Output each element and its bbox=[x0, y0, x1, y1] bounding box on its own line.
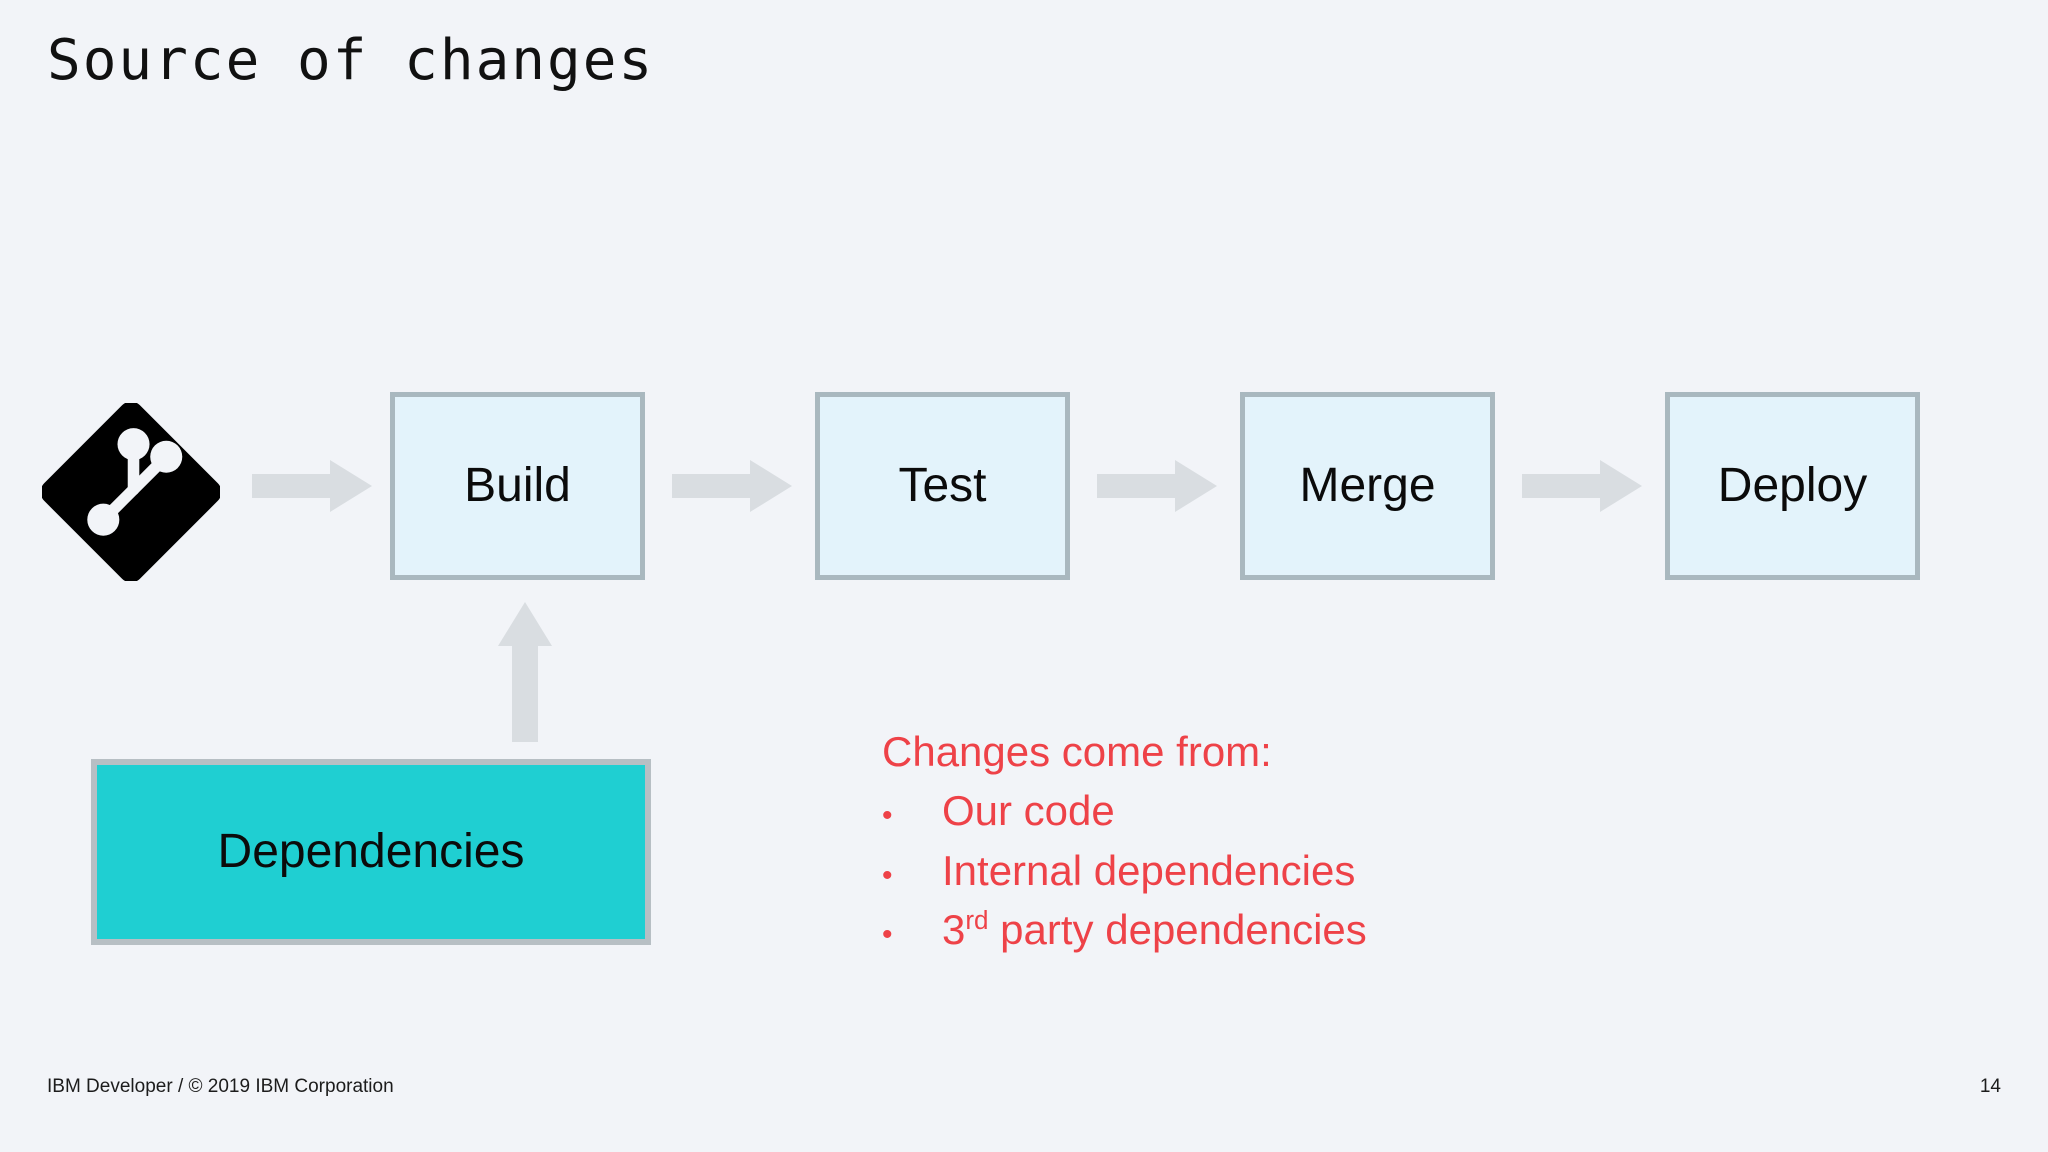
arrow-dependencies-to-build bbox=[496, 602, 554, 742]
page-number: 14 bbox=[1979, 1076, 2001, 1097]
stage-label-deploy: Deploy bbox=[1717, 459, 1868, 512]
stage-box-merge[interactable]: Merge bbox=[1240, 392, 1495, 580]
list-item-prefix: 3 bbox=[942, 906, 966, 954]
stage-label-merge: Merge bbox=[1299, 459, 1436, 512]
dependencies-box[interactable]: Dependencies bbox=[91, 759, 651, 945]
git-logo-icon bbox=[42, 403, 220, 581]
list-item-label: Our code bbox=[942, 787, 1115, 835]
stage-label-test: Test bbox=[898, 459, 987, 512]
stage-box-build[interactable]: Build bbox=[390, 392, 645, 580]
bullet-icon: • bbox=[882, 799, 893, 833]
list-item: • Our code bbox=[882, 786, 1367, 836]
dependencies-label: Dependencies bbox=[217, 825, 525, 878]
list-item-superscript: rd bbox=[965, 905, 989, 936]
list-item-label: Internal dependencies bbox=[942, 846, 1356, 894]
bullet-icon: • bbox=[882, 918, 893, 952]
list-item-suffix: party dependencies bbox=[988, 906, 1367, 954]
page-title: Source of changes bbox=[47, 28, 655, 93]
list-item-label: 3rd party dependencies bbox=[942, 905, 1367, 955]
arrow-test-to-merge bbox=[1097, 458, 1217, 514]
footer-copyright: IBM Developer / © 2019 IBM Corporation bbox=[47, 1076, 394, 1097]
callout-list: • Our code • Internal dependencies • 3rd… bbox=[882, 786, 1367, 955]
bullet-icon: • bbox=[882, 858, 893, 892]
arrow-source-to-build bbox=[252, 458, 372, 514]
callout-heading: Changes come from: bbox=[882, 728, 1272, 775]
list-item: • Internal dependencies bbox=[882, 846, 1367, 896]
stage-box-deploy[interactable]: Deploy bbox=[1665, 392, 1920, 580]
callout-block: Changes come from: • Our code • Internal… bbox=[882, 728, 1367, 965]
list-item: • 3rd party dependencies bbox=[882, 905, 1367, 955]
arrow-build-to-test bbox=[672, 458, 792, 514]
stage-label-build: Build bbox=[464, 459, 571, 512]
stage-box-test[interactable]: Test bbox=[815, 392, 1070, 580]
arrow-merge-to-deploy bbox=[1522, 458, 1642, 514]
